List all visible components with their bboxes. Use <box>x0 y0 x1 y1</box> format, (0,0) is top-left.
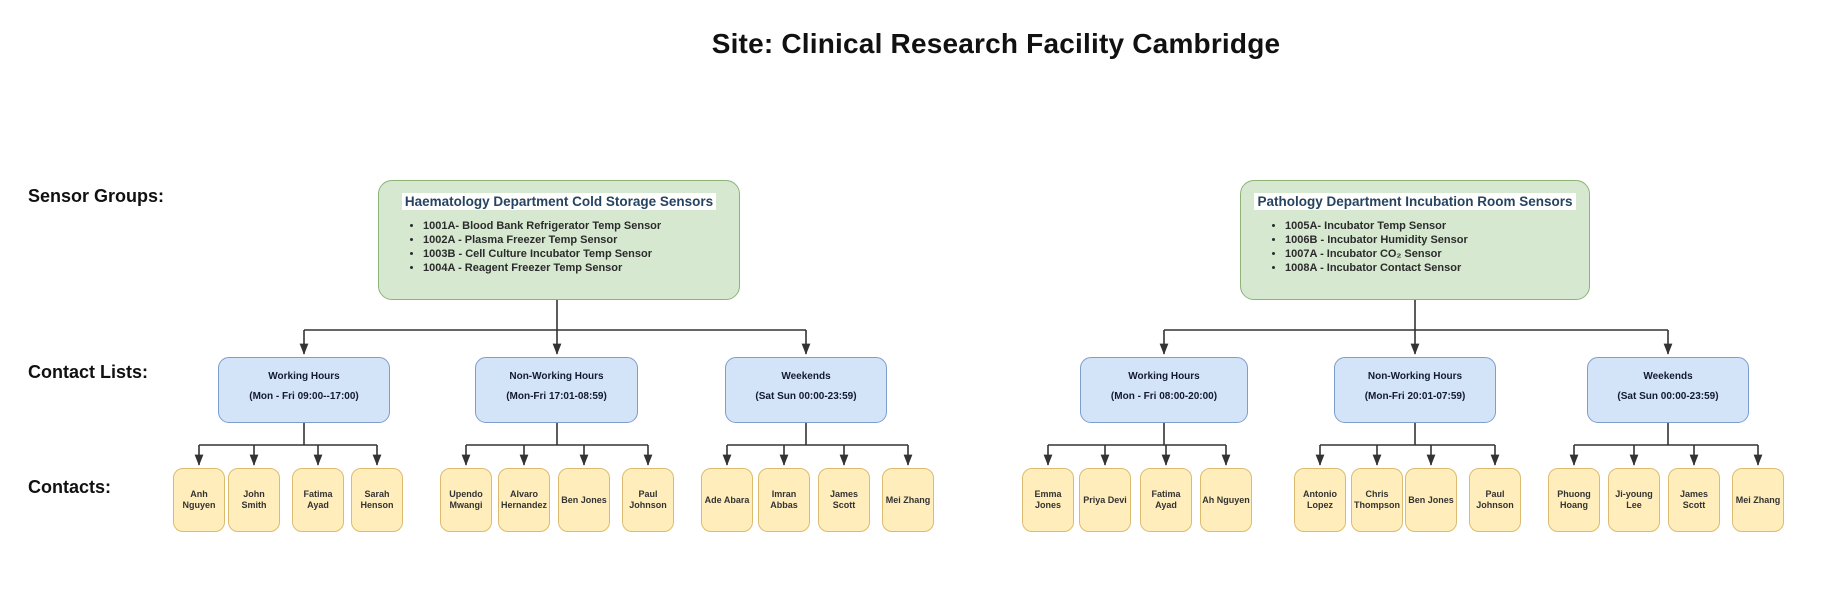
contact-list-schedule: (Mon-Fri 20:01-07:59) <box>1364 391 1466 402</box>
contact-box: Imran Abbas <box>758 468 810 532</box>
contact-list-box: Working Hours (Mon - Fri 09:00--17:00) <box>218 357 390 423</box>
contact-name: Paul Johnson <box>1476 489 1514 510</box>
sensor-item: 1006B - Incubator Humidity Sensor <box>1285 234 1589 247</box>
sensor-list: 1005A- Incubator Temp Sensor 1006B - Inc… <box>1241 220 1589 275</box>
contact-name: Mei Zhang <box>1735 494 1781 505</box>
contact-name: Mei Zhang <box>885 494 931 505</box>
contact-box: Upendo Mwangi <box>440 468 492 532</box>
contact-name: Paul Johnson <box>629 489 667 510</box>
contact-box: Paul Johnson <box>1469 468 1521 532</box>
sensor-item: 1007A - Incubator CO₂ Sensor <box>1285 248 1589 261</box>
contact-box: James Scott <box>818 468 870 532</box>
contact-box: Ben Jones <box>558 468 610 532</box>
row-label-contact-lists: Contact Lists: <box>28 362 149 382</box>
sensor-item: 1002A - Plasma Freezer Temp Sensor <box>423 234 739 247</box>
contact-name: Chris Thompson <box>1354 489 1400 510</box>
contact-name: Ben Jones <box>1408 494 1454 505</box>
sensor-list: 1001A- Blood Bank Refrigerator Temp Sens… <box>379 220 739 275</box>
contact-list-schedule: (Sat Sun 00:00-23:59) <box>1617 391 1719 402</box>
sensor-item: 1003B - Cell Culture Incubator Temp Sens… <box>423 248 739 261</box>
sensor-item: 1001A- Blood Bank Refrigerator Temp Sens… <box>423 220 739 233</box>
contact-list-box: Non-Working Hours (Mon-Fri 17:01-08:59) <box>475 357 638 423</box>
sensor-group-box: Pathology Department Incubation Room Sen… <box>1240 180 1590 300</box>
contact-name: Alvaro Hernandez <box>500 489 547 510</box>
contact-name: Ah Nguyen <box>1202 494 1250 505</box>
sensor-group-title: Pathology Department Incubation Room Sen… <box>1241 193 1589 210</box>
contact-box: Mei Zhang <box>1732 468 1784 532</box>
contact-list-schedule: (Sat Sun 00:00-23:59) <box>755 391 857 402</box>
contact-name: Antonio Lopez <box>1303 489 1337 510</box>
contact-list-schedule: (Mon - Fri 09:00--17:00) <box>249 391 359 402</box>
contact-list-name: Working Hours <box>268 371 340 382</box>
contact-box: Ah Nguyen <box>1200 468 1252 532</box>
contact-box: James Scott <box>1668 468 1720 532</box>
contact-name: John Smith <box>241 489 267 510</box>
contact-list-box: Non-Working Hours (Mon-Fri 20:01-07:59) <box>1334 357 1496 423</box>
contact-box: Priya Devi <box>1079 468 1131 532</box>
contact-name: Fatima Ayad <box>1151 489 1181 510</box>
contact-box: John Smith <box>228 468 280 532</box>
contact-name: Emma Jones <box>1034 489 1062 510</box>
contact-list-box: Weekends (Sat Sun 00:00-23:59) <box>1587 357 1749 423</box>
contact-box: Emma Jones <box>1022 468 1074 532</box>
contact-list-schedule: (Mon - Fri 08:00-20:00) <box>1110 391 1218 402</box>
contact-box: Anh Nguyen <box>173 468 225 532</box>
contact-box: Ji-young Lee <box>1608 468 1660 532</box>
contact-list-name: Non-Working Hours <box>1367 371 1463 382</box>
contact-list-name: Non-Working Hours <box>509 371 604 382</box>
contact-list-name: Weekends <box>781 371 831 382</box>
contact-name: Upendo Mwangi <box>449 489 483 510</box>
row-label-sensor-groups: Sensor Groups: <box>28 186 165 206</box>
contact-name: Anh Nguyen <box>182 489 216 510</box>
contact-name: Priya Devi <box>1083 494 1127 505</box>
contact-name: Phuong Hoang <box>1557 489 1591 510</box>
contact-name: James Scott <box>829 489 859 510</box>
contact-name: Fatima Ayad <box>303 489 333 510</box>
contact-name: James Scott <box>1679 489 1709 510</box>
sensor-item: 1008A - Incubator Contact Sensor <box>1285 262 1589 275</box>
sensor-item: 1004A - Reagent Freezer Temp Sensor <box>423 262 739 275</box>
contact-box: Alvaro Hernandez <box>498 468 550 532</box>
contact-box: Sarah Henson <box>351 468 403 532</box>
sensor-group-title-text: Haematology Department Cold Storage Sens… <box>401 193 717 210</box>
contact-list-box: Working Hours (Mon - Fri 08:00-20:00) <box>1080 357 1248 423</box>
contact-box: Ben Jones <box>1405 468 1457 532</box>
contact-box: Phuong Hoang <box>1548 468 1600 532</box>
contact-name: Ben Jones <box>561 494 607 505</box>
contact-list-name: Weekends <box>1643 371 1693 382</box>
sensor-group-title-text: Pathology Department Incubation Room Sen… <box>1254 193 1576 210</box>
contact-name: Imran Abbas <box>770 489 798 510</box>
contact-name: Ji-young Lee <box>1615 489 1653 510</box>
sensor-item: 1005A- Incubator Temp Sensor <box>1285 220 1589 233</box>
sensor-group-box: Haematology Department Cold Storage Sens… <box>378 180 740 300</box>
row-label-contacts: Contacts: <box>28 477 112 497</box>
contact-box: Mei Zhang <box>882 468 934 532</box>
contact-list-box: Weekends (Sat Sun 00:00-23:59) <box>725 357 887 423</box>
contact-box: Fatima Ayad <box>292 468 344 532</box>
contact-box: Antonio Lopez <box>1294 468 1346 532</box>
contact-box: Paul Johnson <box>622 468 674 532</box>
contact-box: Fatima Ayad <box>1140 468 1192 532</box>
contact-box: Chris Thompson <box>1351 468 1403 532</box>
contact-list-name: Working Hours <box>1128 371 1200 382</box>
contact-box: Ade Abara <box>701 468 753 532</box>
contact-list-schedule: (Mon-Fri 17:01-08:59) <box>506 391 607 402</box>
contact-name: Ade Abara <box>704 494 750 505</box>
page-title: Site: Clinical Research Facility Cambrid… <box>711 28 1281 59</box>
sensor-group-title: Haematology Department Cold Storage Sens… <box>379 193 739 210</box>
contact-name: Sarah Henson <box>360 489 394 510</box>
